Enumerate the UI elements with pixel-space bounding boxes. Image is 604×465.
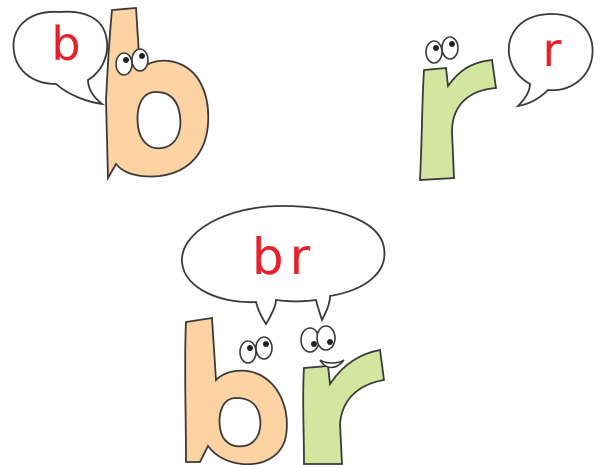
- b-speech-text: b: [51, 17, 80, 71]
- r-smile: [319, 359, 345, 369]
- r-speech-bubble: [508, 13, 594, 108]
- r-character-top: r: [419, 13, 594, 181]
- r-eyes: [425, 36, 459, 64]
- b-eyes-bottom: [239, 336, 273, 364]
- b-character-top: b: [12, 7, 210, 182]
- br-speech-text: br: [252, 228, 316, 286]
- b-letter-shape-bottom: [184, 316, 288, 465]
- r-letter-shape-bottom: [302, 348, 386, 465]
- br-speech-bubble: [181, 205, 386, 326]
- r-letter-shape: [419, 59, 498, 181]
- r-speech-text: r: [543, 23, 562, 77]
- r-face-bottom: [300, 325, 345, 369]
- b-speech-bubble: [12, 10, 109, 106]
- br-blend-group: br: [181, 205, 386, 465]
- b-letter-shape: [105, 7, 210, 182]
- b-eyes: [115, 48, 149, 76]
